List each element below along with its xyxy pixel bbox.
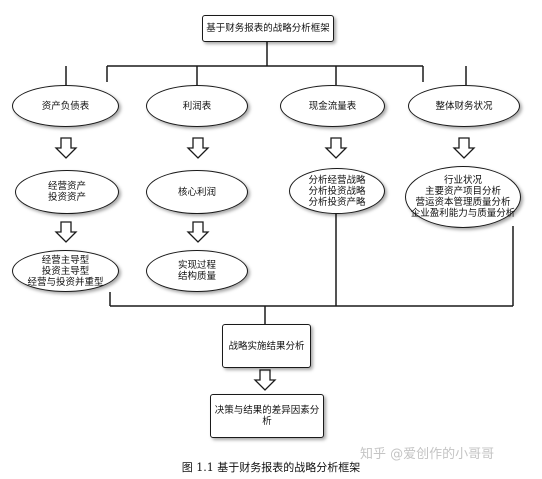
balance-assets-line: 投资资产	[47, 192, 86, 203]
asset-structure-line: 经营主导型	[41, 254, 90, 266]
strategy-result-box: 战略实施结果分析	[222, 324, 311, 368]
cash-strategy-node: 分析经营战略 分析投资战略 分析投资产略	[289, 168, 385, 214]
cash-flow-label: 现金流量表	[308, 100, 357, 112]
framework-title-box: 基于财务报表的战略分析框架	[202, 15, 334, 42]
balance-assets-line: 经营资产	[47, 181, 86, 192]
decision-analysis-box: 决策与结果的差异因素分析	[210, 394, 324, 438]
watermark-text: 知乎 @爱创作的小哥哥	[360, 447, 495, 462]
arrow-income-2	[186, 221, 210, 243]
cash-strategy-line: 分析经营战略	[308, 174, 366, 186]
cash-strategy-line: 分析投资产略	[308, 196, 366, 208]
arrow-overall-1	[452, 137, 476, 159]
overall-analysis-line: 主要资产项目分析	[424, 186, 501, 197]
arrow-balance-2	[54, 221, 78, 243]
arrow-cash-1	[324, 137, 348, 159]
framework-title-text: 基于财务报表的战略分析框架	[206, 23, 330, 34]
profit-quality-line: 实现过程	[177, 260, 216, 271]
balance-assets-node: 经营资产 投资资产	[15, 170, 119, 214]
overall-finance-label: 整体财务状况	[435, 100, 493, 112]
asset-structure-line: 经营与投资并重型	[27, 276, 104, 288]
arrow-result	[253, 369, 277, 391]
overall-analysis-line: 企业盈利能力与质量分析	[410, 208, 516, 219]
core-profit-node: 核心利润	[146, 170, 248, 214]
figure-caption: 图 1.1 基于财务报表的战略分析框架	[181, 461, 361, 474]
asset-structure-type-node: 经营主导型 投资主导型 经营与投资并重型	[12, 250, 119, 292]
balance-sheet-node: 资产负债表	[12, 85, 119, 127]
overall-analysis-line: 营运资本管理质量分析	[415, 197, 511, 208]
balance-sheet-label: 资产负债表	[41, 100, 90, 112]
income-statement-label: 利润表	[182, 100, 212, 112]
cash-strategy-line: 分析投资战略	[308, 185, 366, 197]
cash-flow-node: 现金流量表	[280, 85, 385, 127]
arrow-balance-1	[54, 137, 78, 159]
asset-structure-line: 投资主导型	[41, 265, 90, 277]
overall-analysis-node: 行业状况 主要资产项目分析 营运资本管理质量分析 企业盈利能力与质量分析	[405, 166, 521, 228]
profit-quality-line: 结构质量	[177, 271, 216, 282]
arrow-income-1	[186, 137, 210, 159]
decision-analysis-text: 决策与结果的差异因素分析	[214, 405, 320, 427]
income-statement-node: 利润表	[146, 85, 248, 127]
strategy-result-text: 战略实施结果分析	[228, 340, 305, 352]
overall-analysis-line: 行业状况	[443, 175, 482, 186]
overall-finance-node: 整体财务状况	[408, 85, 520, 127]
core-profit-line: 核心利润	[177, 186, 216, 198]
profit-quality-node: 实现过程 结构质量	[146, 250, 248, 292]
